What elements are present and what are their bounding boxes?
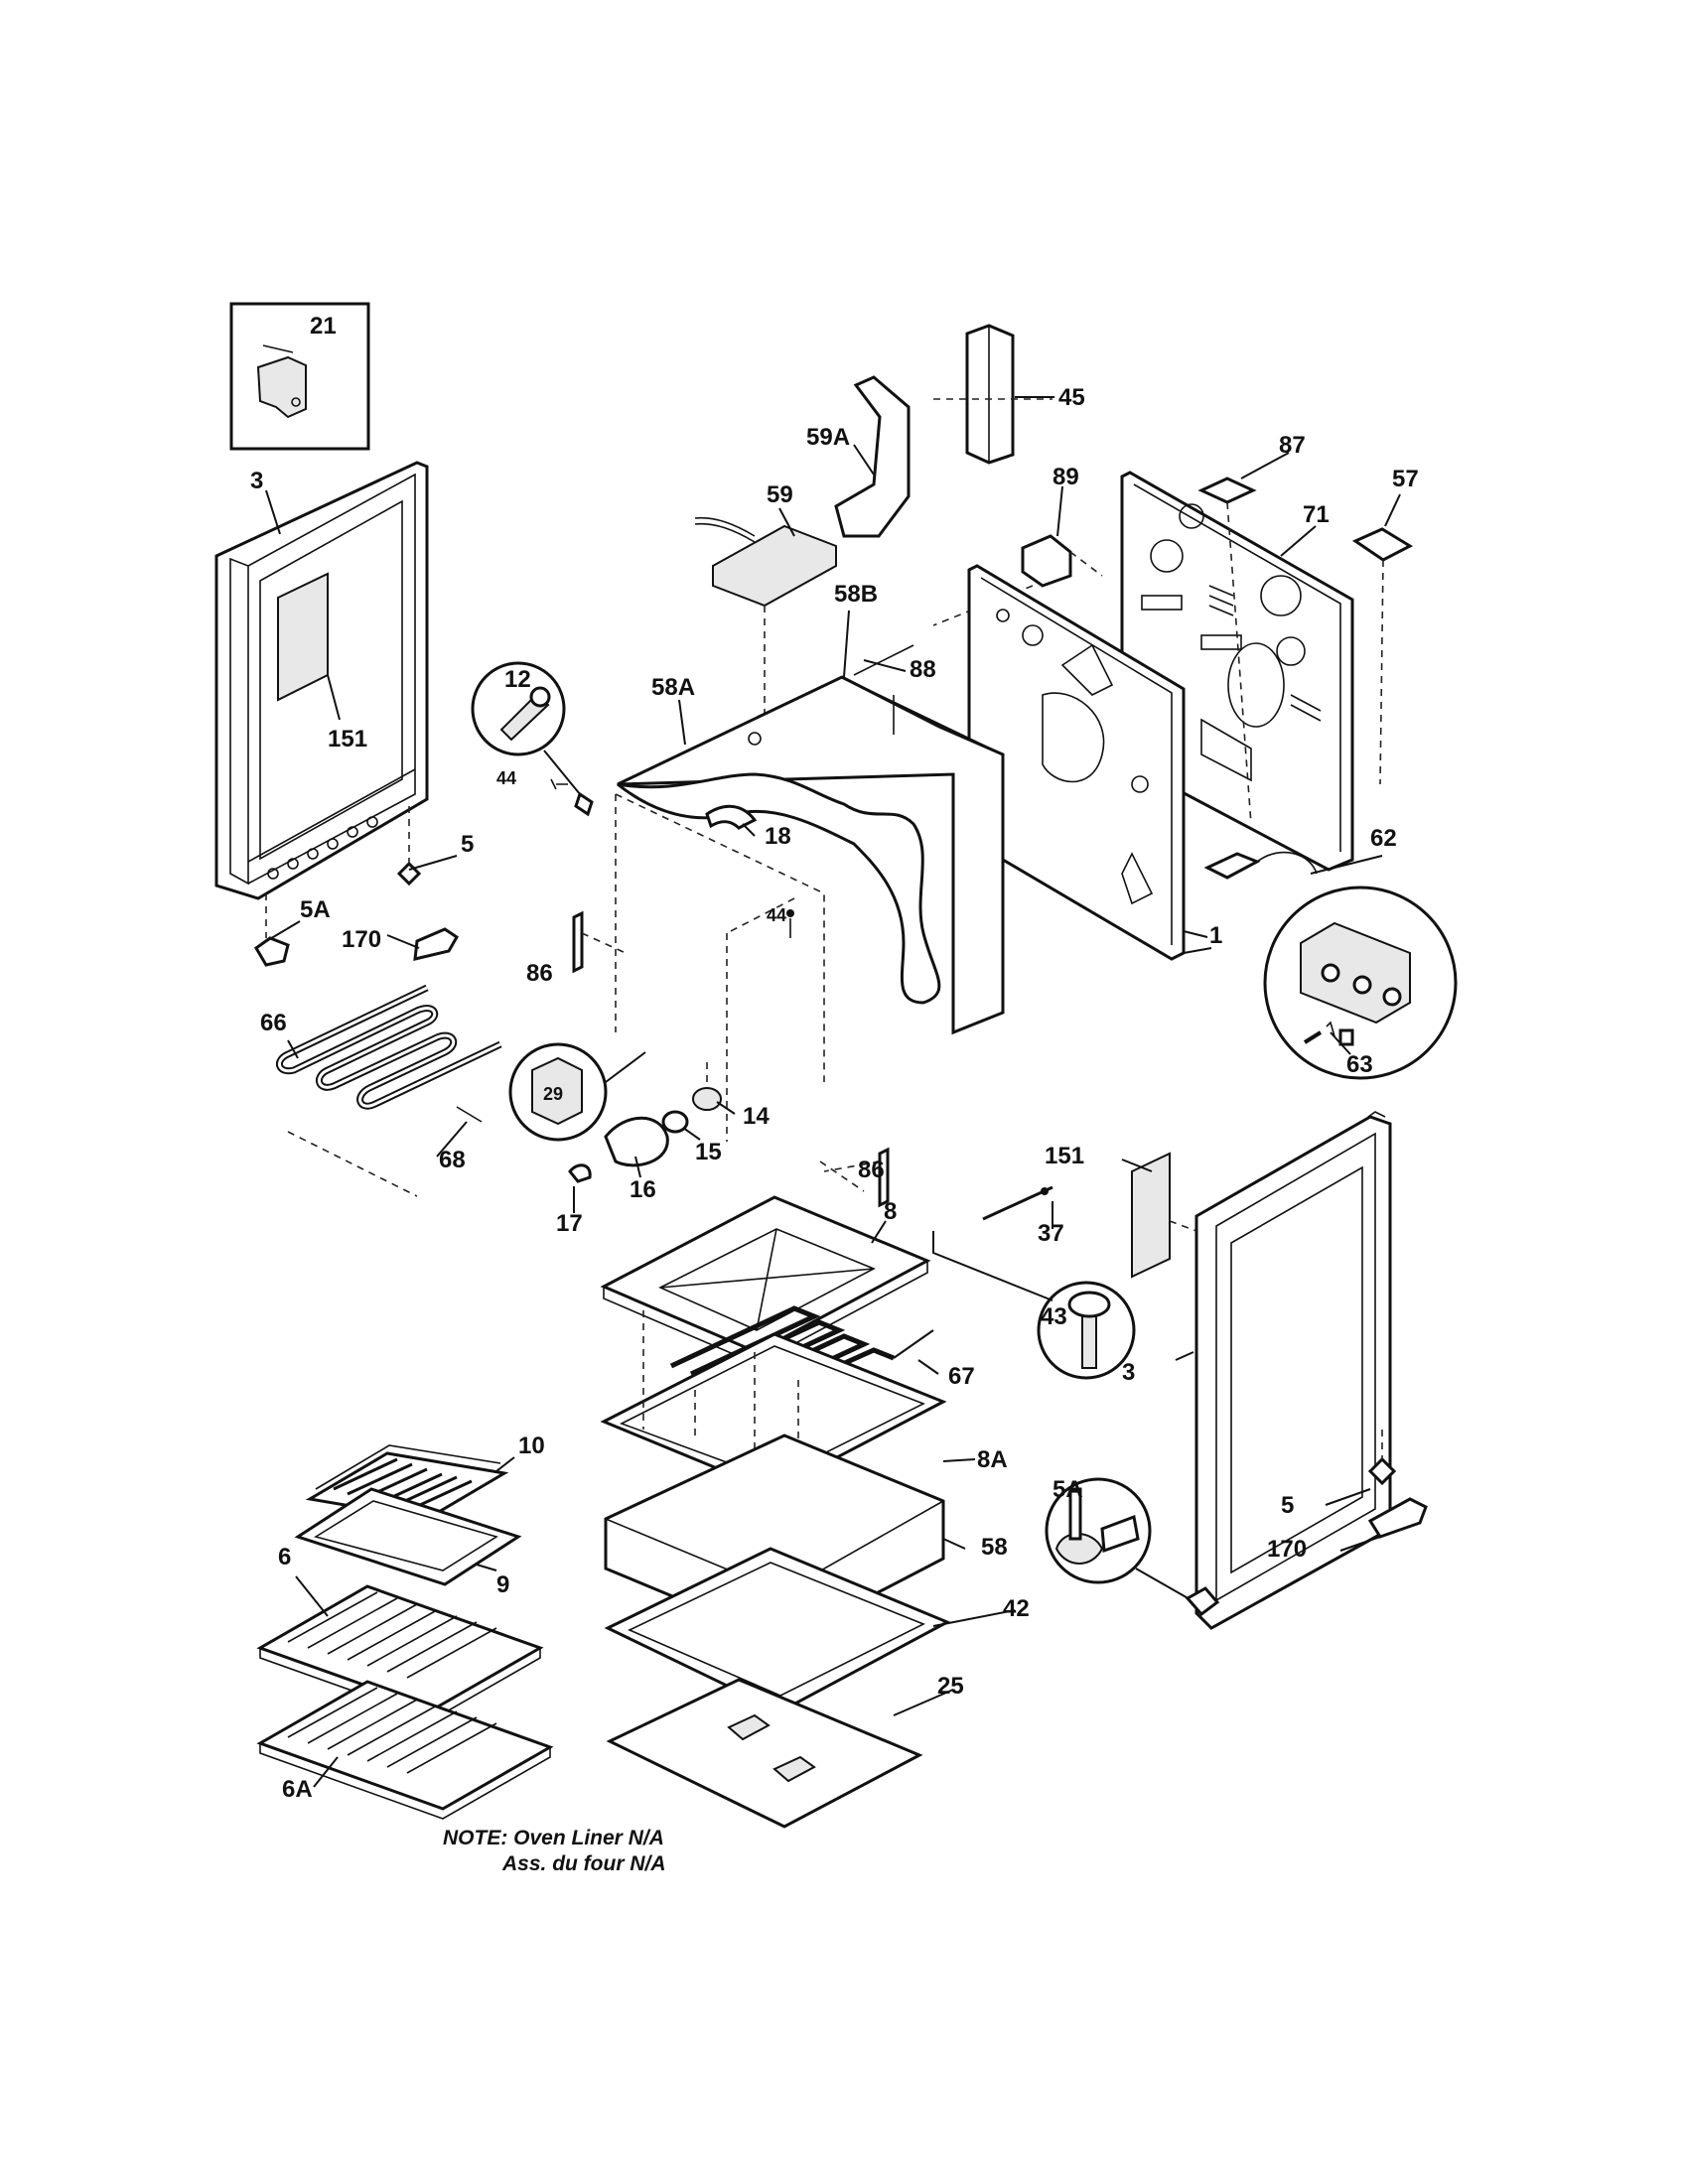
label-part-86-b: 86 bbox=[858, 1157, 885, 1183]
broil-element bbox=[276, 984, 502, 1197]
oven-bottom-stack bbox=[600, 1195, 951, 1829]
label-part-62: 62 bbox=[1370, 825, 1397, 852]
label-part-37: 37 bbox=[1038, 1220, 1064, 1247]
right-side-panel bbox=[1131, 1111, 1392, 1630]
part-5A-right-inset bbox=[1045, 1430, 1428, 1617]
label-part-58: 58 bbox=[981, 1534, 1008, 1561]
part-labels: 21 45 59A 87 57 3 59 89 71 58B 88 12 58A… bbox=[250, 313, 1419, 1803]
label-part-10: 10 bbox=[518, 1433, 545, 1459]
rear-frame bbox=[967, 564, 1212, 961]
label-part-21: 21 bbox=[310, 313, 337, 340]
lamp-parts bbox=[568, 1062, 722, 1183]
label-part-58A: 58A bbox=[651, 674, 695, 701]
label-part-12: 12 bbox=[504, 666, 531, 693]
broil-pan bbox=[294, 1444, 522, 1586]
part-21-inset bbox=[229, 302, 370, 451]
label-part-15: 15 bbox=[695, 1139, 722, 1165]
label-part-1: 1 bbox=[1209, 922, 1222, 949]
label-part-59A: 59A bbox=[806, 424, 850, 451]
label-part-45: 45 bbox=[1058, 384, 1085, 411]
leader-lines bbox=[262, 344, 1401, 1788]
label-part-18: 18 bbox=[765, 823, 791, 850]
label-part-151-left: 151 bbox=[328, 726, 367, 752]
part-43-inset bbox=[932, 1231, 1136, 1380]
label-part-71: 71 bbox=[1303, 501, 1330, 528]
label-part-14: 14 bbox=[743, 1103, 770, 1130]
note-block: NOTE: Oven Liner N/A Ass. du four N/A bbox=[443, 1827, 666, 1875]
part-86-brackets bbox=[572, 910, 890, 1208]
label-part-58B: 58B bbox=[834, 581, 878, 608]
label-part-63: 63 bbox=[1346, 1051, 1373, 1078]
label-part-3-right: 3 bbox=[1122, 1359, 1135, 1386]
label-part-29: 29 bbox=[543, 1084, 563, 1104]
label-part-16: 16 bbox=[630, 1176, 656, 1203]
label-part-8A: 8A bbox=[977, 1446, 1008, 1473]
label-part-44-a: 44 bbox=[496, 768, 516, 788]
label-part-170-right: 170 bbox=[1267, 1536, 1307, 1563]
label-part-170-left: 170 bbox=[342, 926, 381, 953]
label-part-8: 8 bbox=[884, 1198, 897, 1225]
note-line-2: Ass. du four N/A bbox=[501, 1852, 666, 1875]
label-part-6A: 6A bbox=[282, 1776, 313, 1803]
part-37 bbox=[982, 1185, 1053, 1221]
label-part-59: 59 bbox=[767, 481, 793, 508]
label-part-87: 87 bbox=[1279, 432, 1306, 459]
label-part-3-left: 3 bbox=[250, 468, 263, 494]
label-part-17: 17 bbox=[556, 1210, 583, 1237]
label-part-9: 9 bbox=[496, 1571, 509, 1598]
label-part-42: 42 bbox=[1003, 1595, 1030, 1622]
part-18 bbox=[705, 804, 758, 830]
label-part-5-left: 5 bbox=[461, 831, 474, 858]
top-center-parts bbox=[694, 324, 1052, 735]
label-part-43: 43 bbox=[1041, 1303, 1067, 1330]
label-part-151-right: 151 bbox=[1045, 1143, 1084, 1169]
part-12-inset bbox=[471, 661, 594, 817]
label-part-6: 6 bbox=[278, 1544, 291, 1570]
oven-racks bbox=[256, 1584, 554, 1820]
note-line-1: NOTE: Oven Liner N/A bbox=[443, 1827, 664, 1849]
label-part-5-right: 5 bbox=[1281, 1492, 1294, 1519]
part-44-screws bbox=[550, 778, 794, 938]
cavity-outline bbox=[615, 793, 825, 1142]
label-part-5A-left: 5A bbox=[300, 896, 331, 923]
left-side-panel bbox=[214, 461, 429, 900]
part-29-inset bbox=[508, 1042, 646, 1142]
top-insulation bbox=[617, 644, 1005, 1035]
part-62-inset bbox=[1203, 851, 1458, 1080]
label-part-86-a: 86 bbox=[526, 960, 553, 987]
label-part-66: 66 bbox=[260, 1010, 287, 1036]
label-part-57: 57 bbox=[1392, 466, 1419, 492]
label-part-25: 25 bbox=[937, 1673, 964, 1700]
label-part-88: 88 bbox=[910, 656, 936, 683]
label-part-89: 89 bbox=[1052, 464, 1079, 490]
label-part-5A-right: 5A bbox=[1052, 1476, 1083, 1503]
label-part-44-b: 44 bbox=[767, 905, 786, 925]
label-part-67: 67 bbox=[948, 1363, 975, 1390]
label-part-68: 68 bbox=[439, 1147, 466, 1173]
